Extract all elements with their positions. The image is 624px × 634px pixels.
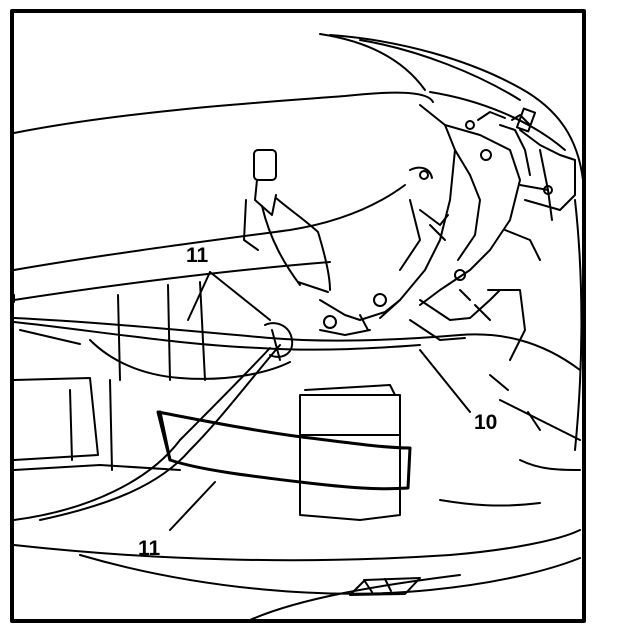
- callout-bracket: 10: [474, 411, 498, 434]
- trunk-side-panel: [329, 34, 584, 471]
- trim-panels: [13, 281, 206, 471]
- callout-harness-top: 11: [186, 244, 209, 267]
- seat-belt: [243, 149, 331, 293]
- callout-harness-bottom: 11: [138, 537, 161, 560]
- trunk-floor: [13, 499, 581, 621]
- bracket: [409, 289, 526, 361]
- seat-pad: [299, 384, 401, 521]
- seat-back: [13, 33, 434, 303]
- leader-lines: [169, 271, 541, 531]
- wiring-harness: [13, 317, 581, 521]
- cover-strip: [156, 410, 412, 491]
- hinge-mechanism: [319, 104, 576, 336]
- drawing-frame: [10, 9, 586, 623]
